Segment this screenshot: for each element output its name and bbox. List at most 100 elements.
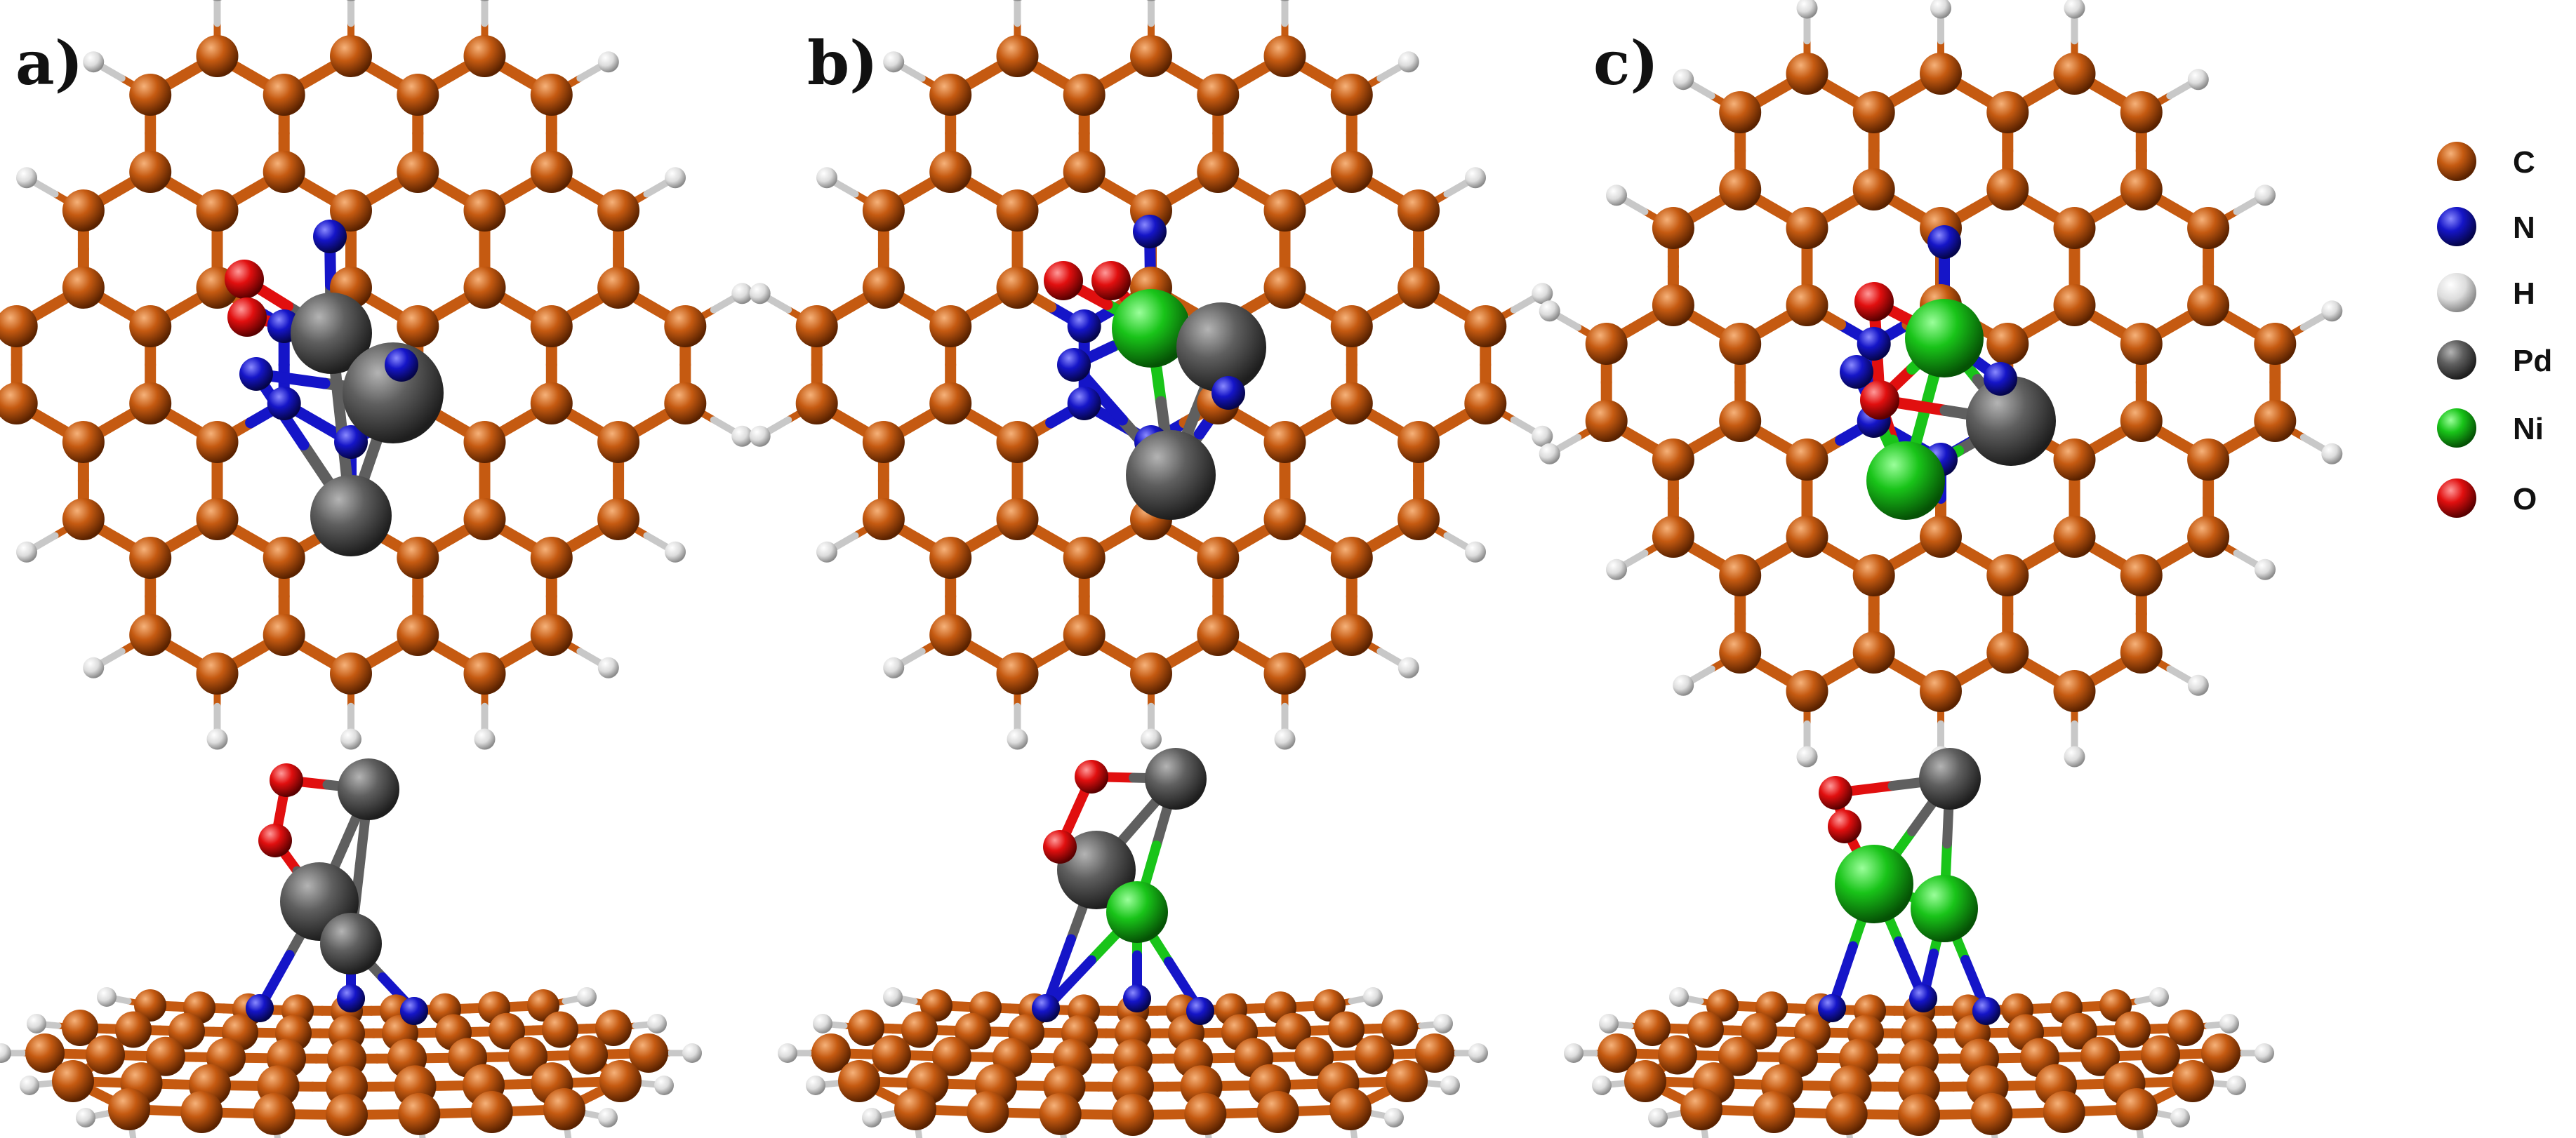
carbon-atom [1328, 1011, 1365, 1048]
carbon-atom [62, 189, 105, 232]
carbon-atom [1652, 516, 1694, 558]
carbon-atom [1706, 989, 1739, 1022]
carbon-atom [1825, 1092, 1868, 1135]
carbon-atom [1786, 284, 1828, 326]
carbon-atom [1652, 207, 1694, 249]
carbon-atom [1852, 631, 1895, 674]
carbon-atom [129, 382, 172, 424]
carbon-atom [2120, 554, 2163, 596]
carbon-atom [1063, 614, 1106, 656]
hydrogen-atom [1146, 0, 1156, 1]
carbon-atom [2187, 439, 2230, 481]
carbon-atom [599, 1060, 642, 1102]
carbon-atom [180, 1091, 223, 1133]
hydrogen-atom [1599, 1014, 1619, 1033]
carbon-atom [1970, 1092, 2013, 1135]
palladium-atom [320, 913, 382, 975]
carbon-atom [1786, 439, 1828, 481]
legend-label-ni: Ni [2513, 412, 2544, 446]
carbon-atom [2114, 1011, 2151, 1048]
carbon-atom [1624, 1060, 1666, 1102]
hydrogen-atom [749, 283, 771, 304]
hydrogen-atom [883, 51, 905, 73]
hydrogen-atom [1564, 1043, 1584, 1063]
nitrogen-atom [239, 357, 273, 391]
carbon-atom [1397, 267, 1440, 309]
carbon-atom [1652, 284, 1694, 326]
oxygen-atom [270, 763, 303, 797]
hydrogen-atom [816, 541, 837, 563]
legend-swatch-c [2437, 142, 2476, 181]
carbon-atom [2254, 323, 2297, 365]
bond [1701, 1126, 1709, 1138]
carbon-atom [838, 1060, 880, 1102]
hydrogen-atom [1363, 987, 1383, 1007]
hydrogen-atom [1012, 0, 1023, 1]
carbon-atom [134, 989, 166, 1022]
carbon-atom [1719, 631, 1762, 674]
hydrogen-atom [1673, 674, 1694, 696]
nitrogen-atom [1067, 387, 1101, 420]
legend-label-h: H [2513, 276, 2535, 311]
hydrogen-atom [474, 728, 496, 750]
carbon-atom [1598, 1033, 1637, 1073]
legend-label-o: O [2513, 482, 2537, 516]
bond [564, 1126, 572, 1138]
oxygen-atom [1819, 776, 1852, 810]
carbon-atom [1986, 554, 2029, 596]
carbon-atom [1986, 168, 2029, 210]
carbon-atom [62, 1010, 98, 1046]
carbon-atom [597, 421, 640, 463]
carbon-atom [1652, 439, 1694, 481]
hydrogen-atom [2187, 674, 2209, 696]
carbon-atom [1898, 1094, 1940, 1136]
carbon-atom [894, 1088, 936, 1130]
carbon-atom [929, 382, 972, 424]
hydrogen-atom [1274, 728, 1296, 750]
carbon-atom [929, 305, 972, 347]
nitrogen-atom [1909, 984, 1937, 1012]
carbon-atom [530, 74, 573, 116]
carbon-atom [1687, 1011, 1724, 1048]
carbon-atom [1753, 1091, 1795, 1133]
carbon-atom [664, 382, 707, 424]
nitrogen-atom [1840, 355, 1873, 389]
carbon-atom [397, 305, 439, 347]
carbon-atom [1718, 1036, 1758, 1076]
bond [1991, 1131, 1998, 1138]
carbon-atom [1263, 421, 1306, 463]
bond [1060, 1131, 1067, 1138]
carbon-atom [398, 1092, 441, 1135]
carbon-atom [929, 614, 972, 656]
carbon-atom [1130, 35, 1172, 77]
hydrogen-atom [883, 987, 903, 1007]
carbon-atom [1719, 554, 1762, 596]
carbon-atom [530, 305, 573, 347]
nitrogen-atom [246, 994, 274, 1022]
hydrogen-atom [1141, 728, 1162, 750]
carbon-atom [1184, 1092, 1227, 1135]
carbon-atom [811, 1033, 851, 1073]
panel-label-c: c) [1593, 28, 1659, 99]
carbon-atom [129, 614, 172, 656]
carbon-atom [1197, 74, 1240, 116]
carbon-atom [1330, 305, 1373, 347]
carbon-atom [1039, 1092, 1082, 1135]
hydrogen-atom [16, 541, 37, 563]
carbon-atom [1786, 53, 1828, 95]
hydrogen-atom [1440, 1076, 1460, 1095]
carbon-atom [932, 1036, 971, 1076]
carbon-atom [2120, 400, 2163, 442]
hydrogen-atom [479, 0, 490, 1]
carbon-atom [397, 614, 439, 656]
hydrogen-atom [2187, 69, 2209, 91]
hydrogen-atom [1465, 167, 1486, 189]
palladium-atom [1126, 430, 1216, 520]
hydrogen-atom [862, 1108, 882, 1127]
hydrogen-atom [1539, 300, 1560, 322]
hydrogen-atom [647, 1014, 667, 1033]
nitrogen-atom [1123, 984, 1151, 1012]
carbon-atom [397, 74, 439, 116]
oxygen-atom [227, 297, 267, 337]
carbon-atom [1330, 537, 1373, 579]
